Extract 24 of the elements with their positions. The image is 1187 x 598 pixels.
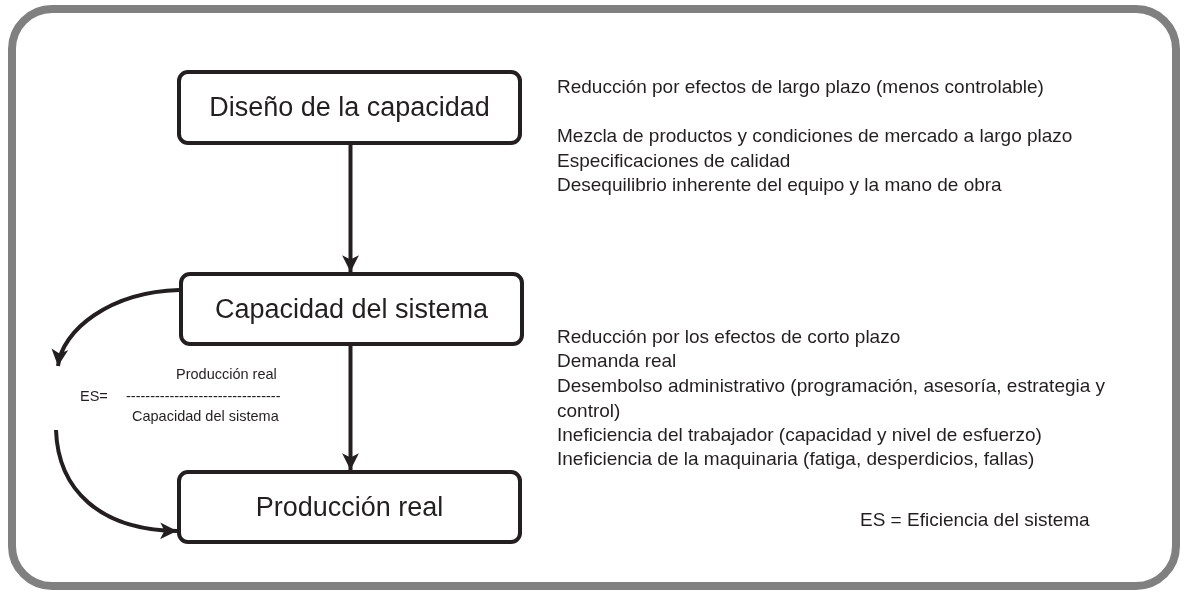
- arrow: [342, 346, 359, 470]
- arrow: [342, 145, 359, 272]
- process-box: [177, 470, 522, 544]
- formula-denominator: Capacidad del sistema: [132, 408, 279, 424]
- factor-text: Reducción por los efectos de corto plazo: [557, 325, 902, 349]
- factor-text: Mezcla de productos y condiciones de mercado a largo plazo: [557, 124, 1074, 148]
- arrow: [53, 288, 180, 367]
- factor-text: Demanda real: [557, 349, 678, 373]
- factor-text: Desembolso administrativo (programación, asesoría, estrategia y control): [557, 374, 1107, 423]
- factor-text: Reducción por efectos de largo plazo (menos controlable): [557, 75, 1045, 99]
- factor-text: Ineficiencia del trabajador (capacidad y nivel de esfuerzo): [557, 423, 1043, 447]
- fraction-line: --------------------------------: [126, 388, 281, 404]
- arrow: [54, 429, 178, 539]
- process-box: [177, 70, 522, 145]
- box-label: Capacidad del sistema: [214, 293, 489, 325]
- note-text: ES = Eficiencia del sistema: [860, 508, 1090, 532]
- box-label: Producción real: [255, 491, 444, 523]
- formula-label: ES=: [80, 388, 108, 404]
- factor-text: Ineficiencia de la maquinaria (fatiga, desperdicios, fallas): [557, 447, 1036, 471]
- box-label: Diseño de la capacidad: [209, 92, 490, 123]
- formula-numerator: Producción real: [176, 366, 277, 382]
- factor-text: Desequilibrio inherente del equipo y la mano de obra: [557, 173, 1003, 197]
- factor-text: Especificaciones de calidad: [557, 149, 792, 173]
- process-box: [179, 272, 524, 346]
